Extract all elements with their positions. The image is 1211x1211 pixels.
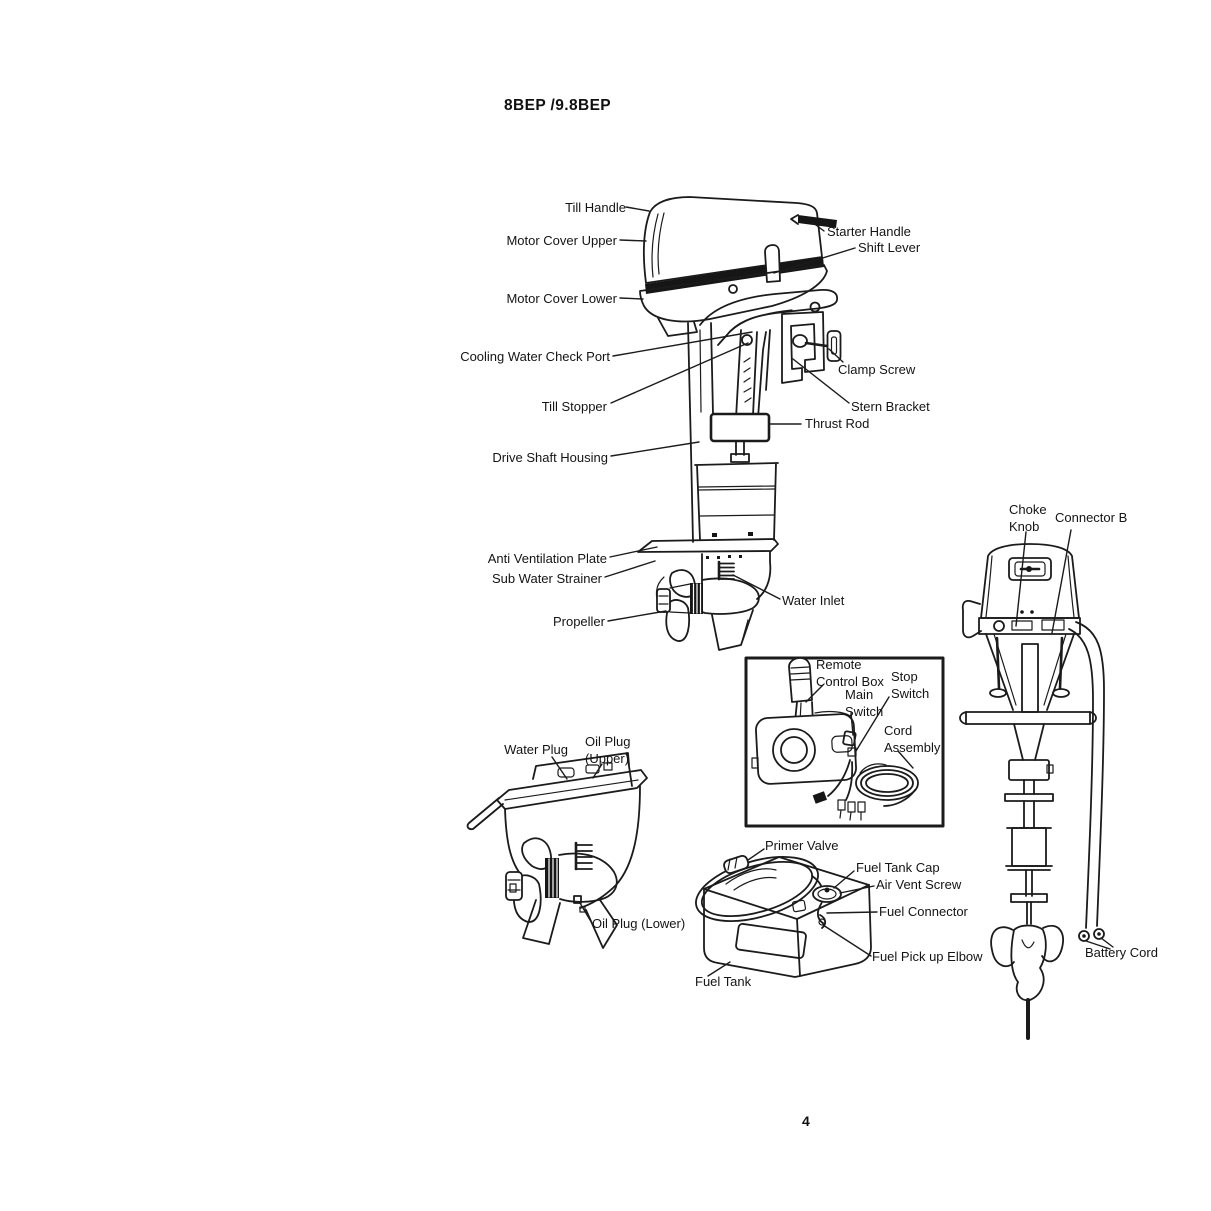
- page-title: 8BEP /9.8BEP: [504, 97, 612, 114]
- leader-air-vent-screw: [839, 885, 875, 894]
- label-shift-lever: Shift Lever: [858, 240, 921, 255]
- leader-remote-control-box: [805, 684, 824, 703]
- leader-propeller: [607, 610, 667, 622]
- label-fuel-tank: Fuel Tank: [695, 974, 752, 989]
- leader-fuel-tank: [707, 961, 731, 977]
- label-choke-knob: Choke Knob: [1009, 502, 1047, 534]
- leader-water-inlet: [732, 574, 781, 600]
- leader-shift-lever: [773, 247, 856, 274]
- label-cord-assembly: Cord Assembly: [884, 723, 941, 755]
- leader-main-switch: [850, 712, 854, 736]
- leader-cord-assembly: [897, 750, 914, 769]
- label-oil-plug-upper: Oil Plug (Upper): [585, 734, 631, 766]
- leader-choke-knob: [1015, 531, 1027, 627]
- label-drive-shaft-housing: Drive Shaft Housing: [492, 450, 608, 465]
- fueltank-leader-lines: [707, 848, 878, 977]
- label-till-stopper: Till Stopper: [541, 399, 607, 414]
- leader-stern-bracket: [792, 358, 850, 404]
- gearcase-leader-lines: [551, 756, 603, 921]
- main-motor-drawing: [604, 196, 856, 651]
- gear-case-drawing: [466, 752, 648, 949]
- label-motor-cover-upper: Motor Cover Upper: [506, 233, 617, 248]
- label-main-switch: Main Switch: [845, 687, 884, 719]
- leader-sub-water-strainer: [604, 560, 656, 578]
- leader-oil-plug-upper: [592, 763, 603, 779]
- label-thrust-rod: Thrust Rod: [805, 416, 870, 431]
- rear-leader-lines: [1015, 529, 1114, 950]
- label-stop-switch: Stop Switch: [891, 669, 930, 701]
- label-till-handle: Till Handle: [565, 200, 626, 215]
- label-motor-cover-lower: Motor Cover Lower: [506, 291, 617, 306]
- leader-oil-plug-lower: [579, 902, 591, 921]
- leader-till-handle: [625, 206, 650, 212]
- leader-till-stopper: [610, 342, 749, 404]
- label-primer-valve: Primer Valve: [765, 838, 839, 853]
- leader-primer-valve: [747, 848, 765, 861]
- label-sub-water-strainer: Sub Water Strainer: [491, 571, 602, 586]
- leader-fuel-connector: [826, 911, 878, 914]
- page-number: 4: [802, 1113, 810, 1129]
- fuel-tank-drawing: [695, 848, 878, 978]
- label-fuel-connector: Fuel Connector: [879, 904, 968, 919]
- label-remote-control-box: Remote Control Box: [816, 657, 884, 689]
- label-oil-plug-lower: Oil Plug (Lower): [592, 916, 686, 931]
- main-leader-lines: [604, 206, 856, 622]
- label-propeller: Propeller: [552, 614, 605, 629]
- remote-leader-lines: [805, 684, 914, 769]
- leader-starter-handle: [811, 221, 825, 232]
- leader-water-plug: [551, 756, 568, 780]
- label-fuel-pick-up-elbow: Fuel Pick up Elbow: [872, 949, 983, 964]
- remote-control-inset: [744, 656, 945, 828]
- leader-clamp-screw: [828, 348, 844, 363]
- label-water-plug: Water Plug: [504, 742, 568, 757]
- leader-motor-cover-upper: [619, 239, 647, 242]
- leader-anti-ventilation-plate: [609, 546, 658, 558]
- label-water-inlet: Water Inlet: [782, 593, 845, 608]
- label-battery-cord: Battery Cord: [1085, 945, 1158, 960]
- label-connector-b: Connector B: [1055, 510, 1128, 525]
- label-stern-bracket: Stern Bracket: [851, 399, 930, 414]
- label-clamp-screw: Clamp Screw: [838, 362, 916, 377]
- rear-view-drawing: [959, 529, 1114, 1040]
- label-fuel-tank-cap: Fuel Tank Cap: [856, 860, 940, 875]
- leader-connector-b: [1051, 529, 1072, 634]
- label-air-vent-screw: Air Vent Screw: [876, 877, 962, 892]
- leader-battery-cord: [1085, 937, 1114, 950]
- label-anti-ventilation-plate: Anti Ventilation Plate: [487, 551, 607, 566]
- leader-fuel-tank-cap: [833, 870, 855, 889]
- label-starter-handle: Starter Handle: [827, 224, 911, 239]
- leader-drive-shaft-housing: [610, 441, 700, 457]
- label-cooling-water-check-port: Cooling Water Check Port: [460, 349, 610, 364]
- leader-stop-switch: [855, 696, 890, 752]
- leader-motor-cover-lower: [619, 297, 644, 300]
- leader-cooling-water-check-port: [612, 331, 753, 357]
- leader-fuel-pick-up-elbow: [822, 924, 872, 957]
